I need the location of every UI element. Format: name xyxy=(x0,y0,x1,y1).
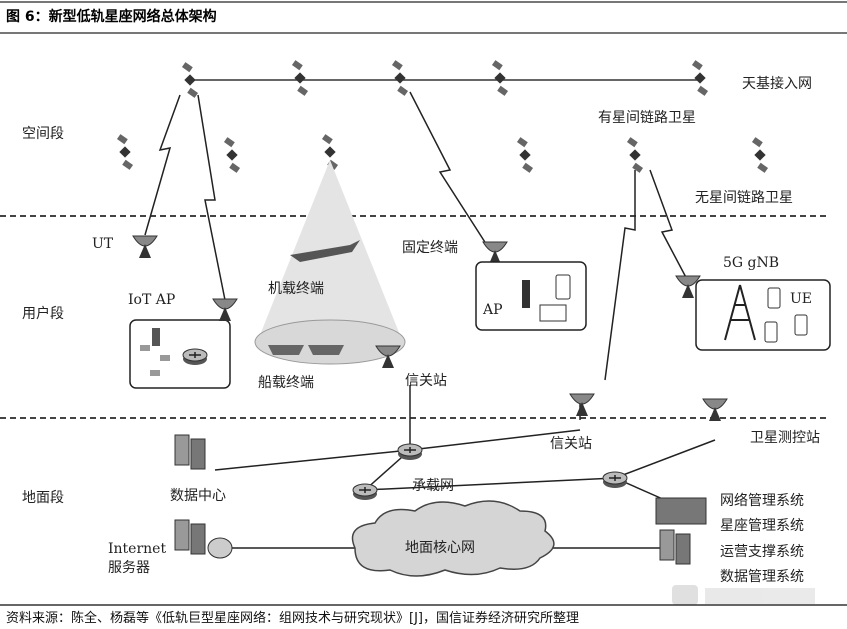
ap-label: AP xyxy=(482,302,503,318)
user-gateway-label: 信关站 xyxy=(405,373,447,389)
system-label: 网络管理系统 xyxy=(720,493,804,509)
satellite-icon xyxy=(751,137,769,173)
beam-footprint xyxy=(254,319,406,365)
fixed-terminal-dish-icon xyxy=(482,241,508,265)
ue-phone-icon xyxy=(764,321,778,343)
ttc-station-label: 卫星测控站 xyxy=(750,430,820,446)
ops-building-icon xyxy=(655,497,707,525)
iot-ap-label: IoT AP xyxy=(128,292,175,308)
ship-icon xyxy=(268,345,304,355)
non-isl-satellites-label: 无星间链路卫星 xyxy=(695,190,793,206)
satellite-icon xyxy=(491,60,509,96)
ut-label: UT xyxy=(92,236,114,252)
router-icon xyxy=(182,348,208,366)
watermark-logo xyxy=(672,585,815,605)
sensor-icon xyxy=(140,345,150,351)
ground-segment-label: 地面段 xyxy=(22,490,64,506)
airborne-terminal-label: 机载终端 xyxy=(268,281,324,297)
satellite-icon xyxy=(626,137,644,173)
ops-server-icon xyxy=(659,529,691,565)
satellite-icon xyxy=(291,60,309,96)
sensor-icon xyxy=(150,370,160,376)
satellite-icon xyxy=(116,134,134,170)
ap-device-icon xyxy=(522,280,530,308)
figure-title: 图 6：新型低轨星座网络总体架构 xyxy=(6,8,217,25)
router-icon xyxy=(602,471,628,489)
airplane-icon xyxy=(290,240,360,262)
satellite-icon xyxy=(181,62,199,98)
bearer-network-label: 承载网 xyxy=(412,478,454,494)
ue-phone-icon xyxy=(767,287,781,309)
ground-gateway-label: 信关站 xyxy=(550,436,592,452)
satellite-beam xyxy=(258,160,402,355)
iot-ap-box xyxy=(129,319,231,389)
laptop-icon xyxy=(539,304,567,322)
sensor-icon xyxy=(160,355,170,361)
space-segment-label: 空间段 xyxy=(22,126,64,142)
ut-terminal-icon xyxy=(132,235,158,259)
data-center-label: 数据中心 xyxy=(170,488,226,504)
router-icon xyxy=(352,483,378,501)
iot-terminal-icon xyxy=(212,298,238,322)
satellite-icon xyxy=(223,137,241,173)
source-note: 资料来源：陈全、杨磊等《低轨巨型星座网络：组网技术与研究现状》[J]，国信证券经… xyxy=(6,610,579,626)
internet-server-label-line2: 服务器 xyxy=(108,560,150,576)
router-icon xyxy=(397,443,423,461)
ship-icon xyxy=(308,345,344,355)
core-network-cloud xyxy=(351,500,555,577)
gnb-label: 5G gNB xyxy=(723,255,779,271)
internet-server-label-line1: Internet xyxy=(108,541,166,557)
core-network-label: 地面核心网 xyxy=(405,540,475,556)
phone-icon xyxy=(555,274,571,300)
ue-phone-icon xyxy=(794,314,808,336)
data-center-server-icon xyxy=(174,434,206,470)
satellite-icon xyxy=(391,60,409,96)
wireless-links xyxy=(144,91,691,381)
system-label: 运营支撑系统 xyxy=(720,544,804,560)
sky-access-network-label: 天基接入网 xyxy=(742,75,812,92)
cell-tower-icon xyxy=(724,284,756,341)
internet-server-icon xyxy=(174,519,206,555)
shipborne-terminal-label: 船载终端 xyxy=(258,375,314,391)
user-segment-label: 用户段 xyxy=(22,305,64,322)
ue-label: UE xyxy=(790,291,812,307)
iot-ap-device-icon xyxy=(152,328,160,346)
isl-satellites-label: 有星间链路卫星 xyxy=(598,110,696,126)
database-icon xyxy=(207,537,233,559)
ground-gateway-dish-icon xyxy=(569,393,595,417)
satellite-icon xyxy=(516,137,534,173)
fixed-terminal-label: 固定终端 xyxy=(402,240,458,256)
system-label: 数据管理系统 xyxy=(720,569,804,585)
system-label: 星座管理系统 xyxy=(720,518,804,534)
satellite-icon xyxy=(691,60,709,96)
